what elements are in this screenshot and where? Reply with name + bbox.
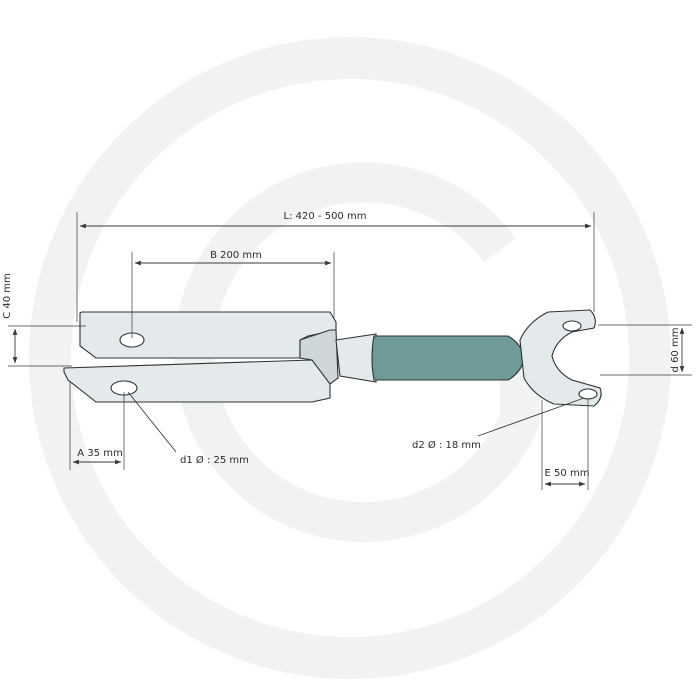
yoke-end	[519, 309, 602, 407]
dimension-e: E 50 mm	[541, 398, 590, 490]
grip-tube	[371, 335, 525, 381]
dimension-d1: d1 Ø : 25 mm	[127, 391, 249, 466]
c-label: C 40 mm	[2, 273, 13, 319]
length-label: L: 420 - 500 mm	[284, 211, 367, 222]
upper-fork-arm	[79, 311, 337, 359]
a-label: A 35 mm	[77, 448, 122, 459]
d2-hole-lower	[578, 388, 598, 400]
top-link-part	[63, 309, 602, 407]
dimension-c: C 40 mm	[2, 273, 86, 367]
dimension-d: d 60 mm	[598, 324, 692, 376]
d-label: d 60 mm	[670, 328, 681, 373]
lower-fork-arm	[63, 359, 331, 403]
e-label: E 50 mm	[545, 468, 590, 479]
dimension-d2: d2 Ø : 18 mm	[412, 397, 585, 451]
fork-base	[299, 329, 339, 385]
dimension-b: B 200 mm	[131, 250, 335, 338]
threaded-shank	[335, 333, 377, 383]
d1-label: d1 Ø : 25 mm	[180, 454, 249, 466]
dimension-length: L: 420 - 500 mm	[76, 211, 595, 322]
d2-label: d2 Ø : 18 mm	[412, 439, 481, 451]
d2-hole-upper	[562, 320, 582, 332]
b-label: B 200 mm	[210, 250, 262, 261]
dimension-a: A 35 mm	[69, 382, 125, 470]
